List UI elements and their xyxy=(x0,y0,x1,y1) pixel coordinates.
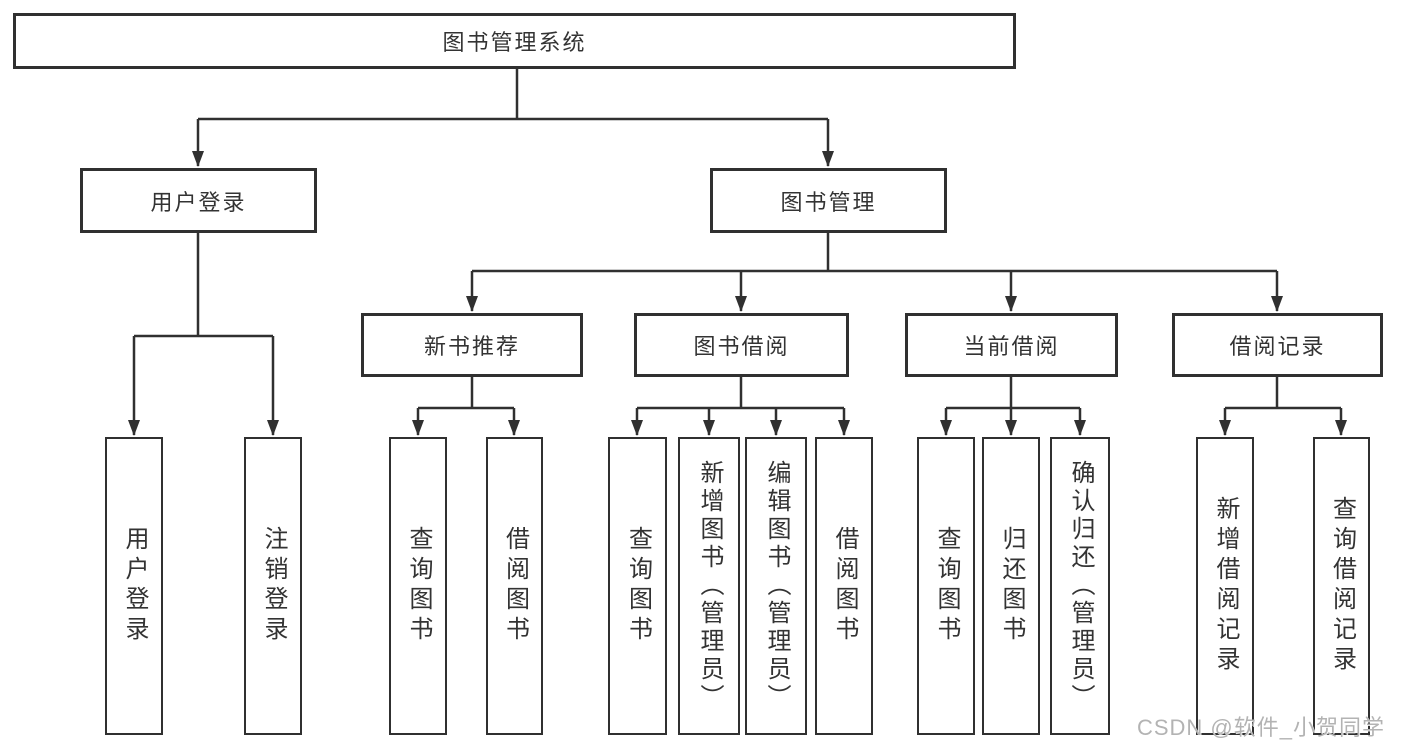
node-current-borrowing-label: 当前借阅 xyxy=(963,334,1060,359)
node-new-book-recommend-label: 新书推荐 xyxy=(423,334,520,359)
leaf-return-books: 归还图书 xyxy=(982,437,1040,735)
node-borrow-records: 借阅记录 xyxy=(1172,313,1383,377)
leaf-query-books-recommend-label: 查询图书 xyxy=(405,526,432,646)
node-user-login: 用户登录 xyxy=(80,168,317,233)
node-book-borrowing: 图书借阅 xyxy=(634,313,849,377)
leaf-query-books-current: 查询图书 xyxy=(917,437,975,735)
node-book-management: 图书管理 xyxy=(710,168,947,233)
leaf-borrow-books: 借阅图书 xyxy=(815,437,873,735)
leaf-confirm-return-admin-label: 确认归还（管理员） xyxy=(1067,460,1094,712)
node-book-borrowing-label: 图书借阅 xyxy=(693,334,790,359)
leaf-borrow-books-recommend-label: 借阅图书 xyxy=(501,526,529,646)
node-root-label: 图书管理系统 xyxy=(442,30,587,55)
leaf-add-books-admin: 新增图书（管理员） xyxy=(678,437,740,735)
leaf-logout-label: 注销登录 xyxy=(260,526,287,646)
csdn-watermark: CSDN @软件_小贺同学 xyxy=(1136,715,1385,740)
node-borrow-records-label: 借阅记录 xyxy=(1229,334,1326,359)
leaf-add-borrow-record-label: 新增借阅记录 xyxy=(1212,496,1239,676)
leaf-query-books-current-label: 查询图书 xyxy=(933,526,960,646)
leaf-query-books-recommend: 查询图书 xyxy=(389,437,447,735)
node-root: 图书管理系统 xyxy=(13,13,1016,69)
leaf-add-books-admin-label: 新增图书（管理员） xyxy=(696,460,723,712)
node-user-login-label: 用户登录 xyxy=(150,189,247,215)
leaf-query-borrow-record: 查询借阅记录 xyxy=(1313,437,1370,735)
leaf-query-borrow-record-label: 查询借阅记录 xyxy=(1328,496,1356,676)
leaf-logout: 注销登录 xyxy=(244,437,302,735)
leaf-user-login: 用户登录 xyxy=(105,437,163,735)
leaf-user-login-label: 用户登录 xyxy=(121,526,148,646)
leaf-edit-books-admin: 编辑图书（管理员） xyxy=(745,437,807,735)
leaf-query-books-borrowing-label: 查询图书 xyxy=(624,526,652,646)
leaf-return-books-label: 归还图书 xyxy=(998,526,1025,646)
leaf-borrow-books-recommend: 借阅图书 xyxy=(486,437,543,735)
leaf-add-borrow-record: 新增借阅记录 xyxy=(1196,437,1254,735)
leaf-query-books-borrowing: 查询图书 xyxy=(608,437,667,735)
leaf-confirm-return-admin: 确认归还（管理员） xyxy=(1050,437,1110,735)
node-book-management-label: 图书管理 xyxy=(780,189,877,215)
node-current-borrowing: 当前借阅 xyxy=(905,313,1118,377)
leaf-borrow-books-label: 借阅图书 xyxy=(831,526,858,646)
node-new-book-recommend: 新书推荐 xyxy=(361,313,583,377)
leaf-edit-books-admin-label: 编辑图书（管理员） xyxy=(763,460,790,712)
